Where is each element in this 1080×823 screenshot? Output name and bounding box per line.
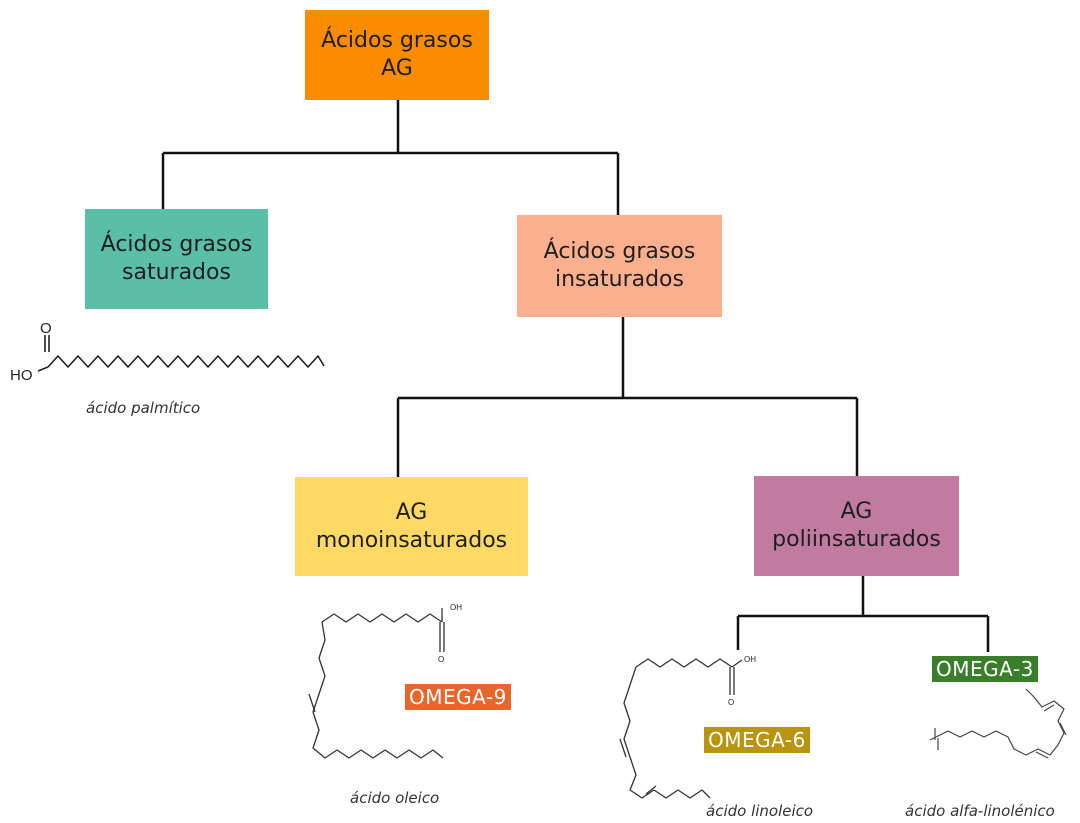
omega-3-tag: OMEGA-3	[932, 656, 1038, 682]
node-fatty-acids-line2: AG	[381, 56, 413, 81]
oleic-o-label: O	[438, 655, 444, 664]
palmitic-ho-label: HO	[10, 367, 33, 384]
linoleic-acid-caption: ácido linoleico	[706, 802, 814, 820]
node-saturated-line2: saturados	[122, 260, 231, 285]
node-unsaturated-line2: insaturados	[555, 267, 684, 292]
palmitic-acid-caption: ácido palmítico	[86, 399, 201, 417]
node-fatty-acids: Ácidos grasos AG	[305, 10, 489, 100]
node-saturated: Ácidos grasos saturados	[85, 209, 268, 309]
node-unsaturated: Ácidos grasos insaturados	[517, 215, 722, 317]
linoleic-oh-label: OH	[744, 655, 756, 664]
node-polyunsaturated: AG poliinsaturados	[754, 476, 959, 576]
node-mono-line2: monoinsaturados	[315, 527, 508, 553]
oleic-acid-caption: ácido oleico	[350, 789, 440, 807]
alpha-linolenic-acid-caption: ácido alfa-linolénico	[905, 802, 1055, 820]
node-poly-line2: poliinsaturados	[772, 527, 941, 552]
omega-9-tag: OMEGA-9	[405, 684, 511, 710]
palmitic-o-label: O	[40, 320, 52, 337]
omega-6-tag: OMEGA-6	[704, 727, 810, 753]
node-poly-line1: AG	[840, 499, 873, 524]
node-mono-line1: AG	[395, 499, 428, 525]
node-saturated-line1: Ácidos grasos	[100, 232, 253, 257]
node-monounsaturated: AG monoinsaturados	[295, 477, 528, 576]
oleic-oh-label: OH	[450, 603, 462, 612]
node-unsaturated-line1: Ácidos grasos	[543, 239, 696, 264]
node-fatty-acids-line1: Ácidos grasos	[321, 28, 473, 53]
linoleic-o-label: O	[728, 698, 734, 707]
